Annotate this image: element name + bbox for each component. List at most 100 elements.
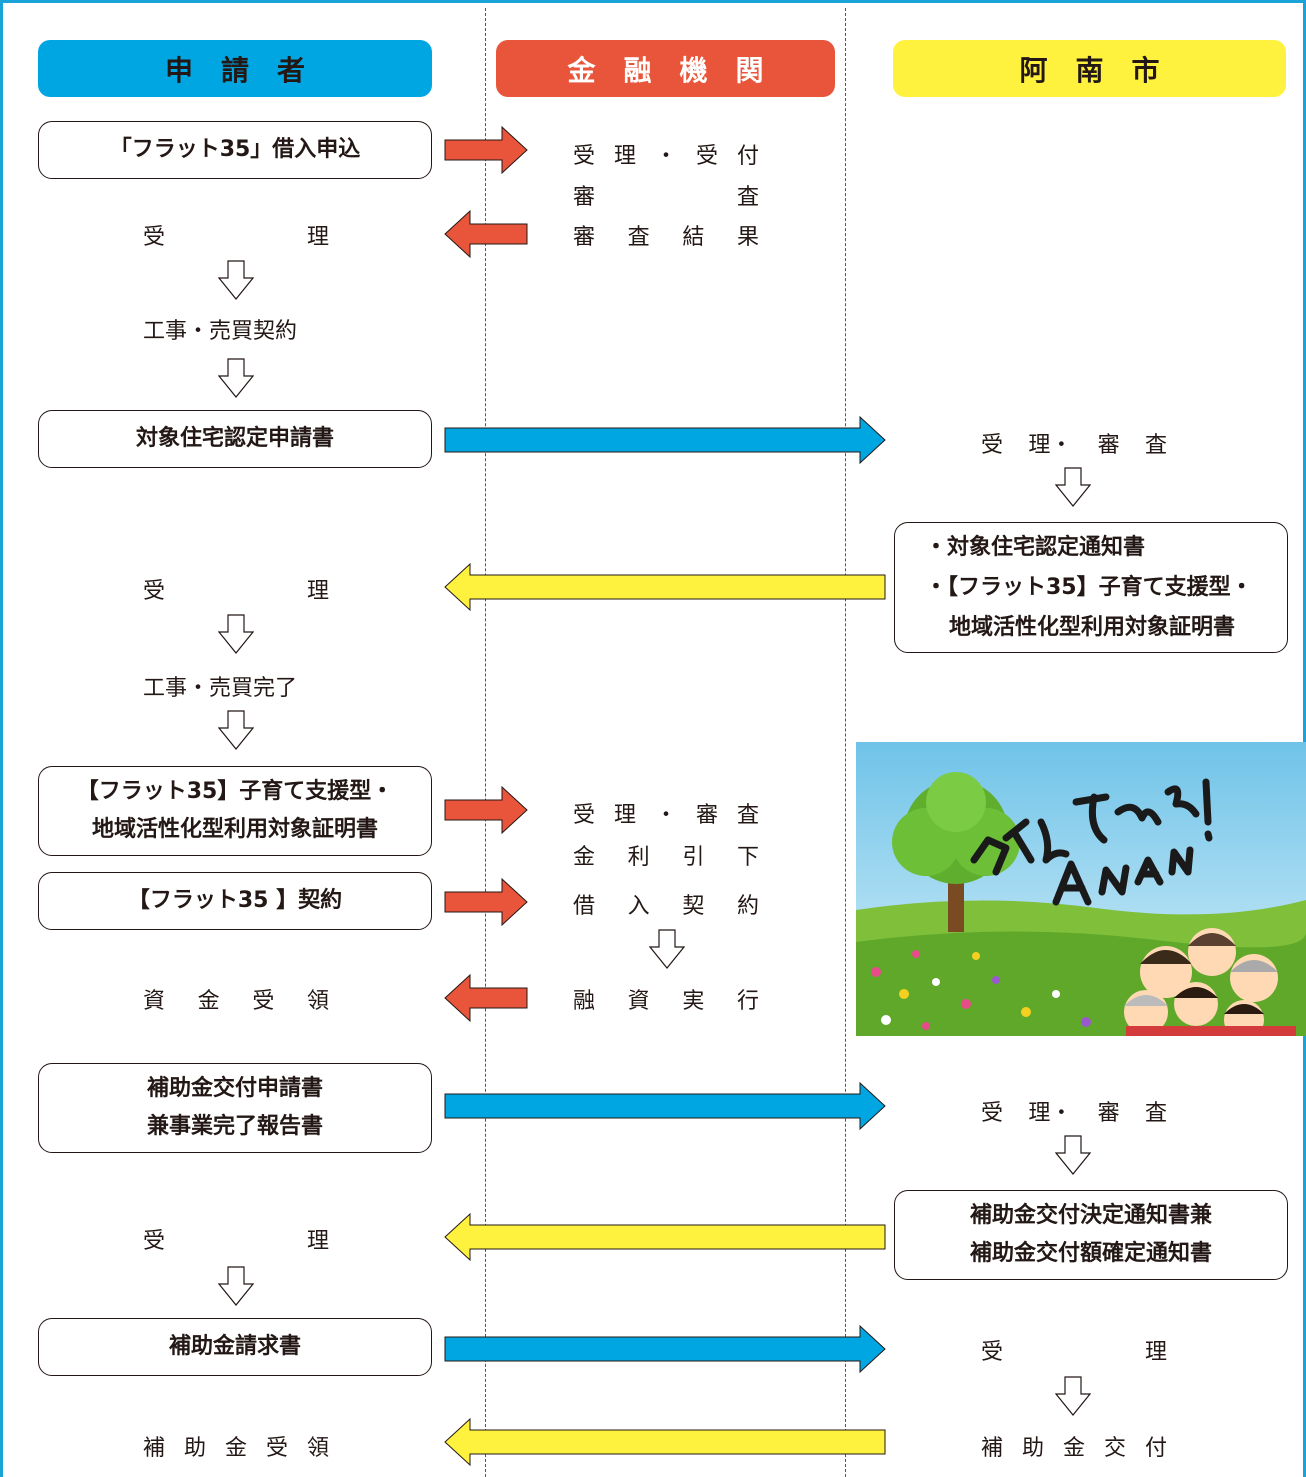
notice-line-3: 地域活性化型利用対象証明書: [949, 614, 1236, 640]
text-char: ・: [654, 144, 677, 169]
text-char: 金: [1062, 1436, 1085, 1461]
text-char: 果: [736, 225, 759, 250]
text-span: 工事・売買完了: [143, 676, 298, 701]
bank-review: 審査: [573, 179, 759, 211]
text-char: 助: [183, 1436, 206, 1461]
right-arrow-icon: [444, 416, 886, 464]
text-char: 金: [573, 845, 596, 870]
text-char: 査: [1144, 1101, 1167, 1126]
decision-line-2: 補助金交付額確定通知書: [969, 1241, 1212, 1266]
text-char: 理: [306, 1229, 329, 1254]
text-char: 実: [682, 989, 705, 1014]
text-char: 審: [695, 803, 718, 828]
right-arrow-icon: [444, 126, 528, 174]
text-span: 工事・売買契約: [143, 319, 298, 344]
down-arrow-icon: [1055, 467, 1091, 507]
bank-rate-reduction: 金利引下: [573, 839, 759, 871]
city-received: 受理: [981, 1334, 1167, 1366]
city-subsidy-grant: 補助金交付: [981, 1430, 1167, 1462]
subsidy-application-line-2: 兼事業完了報告書: [146, 1114, 323, 1139]
certification-request-box: 対象住宅認定申請書: [38, 410, 432, 468]
bank-accept-receive: 受理・受付: [573, 138, 759, 170]
text-char: 契: [682, 894, 705, 919]
text-char: 結: [682, 225, 705, 250]
certification-request-label: 対象住宅認定申請書: [135, 426, 334, 451]
notice-line-2: ・【フラット35】子育て支援型・: [925, 574, 1253, 600]
text-char: 審: [1097, 433, 1120, 458]
loan-application-label: 「フラット35」借入申込: [109, 137, 361, 162]
text-char: 査: [627, 225, 650, 250]
text-char: 資: [627, 989, 650, 1014]
bank-loan-execution: 融資実行: [573, 983, 759, 1015]
bank-accept-review: 受理・審査: [573, 797, 759, 829]
text-char: 補: [981, 1436, 1004, 1461]
left-arrow-icon: [444, 210, 528, 258]
text-char: 査: [736, 185, 759, 210]
certificate-line-1: 【フラット35】子育て支援型・: [76, 779, 394, 804]
lane-divider-left: [485, 8, 486, 1477]
subsidy-claim-box: 補助金請求書: [38, 1318, 432, 1376]
text-char: 理: [1144, 1340, 1167, 1365]
loan-application-box: 「フラット35」借入申込: [38, 121, 432, 179]
decision-notice-box: 補助金交付決定通知書兼 補助金交付額確定通知書: [894, 1190, 1288, 1280]
text-char: 受: [143, 1229, 166, 1254]
construction-contract-text: 工事・売買契約: [143, 313, 297, 345]
city-accept-review-1: 受理・審査: [981, 427, 1167, 459]
text-char: 理・: [1028, 433, 1073, 458]
text-char: 利: [627, 845, 650, 870]
text-char: 受: [981, 1101, 1004, 1126]
text-char: 助: [1021, 1436, 1044, 1461]
text-char: 付: [1144, 1436, 1167, 1461]
left-arrow-icon: [444, 1213, 886, 1261]
subsidy-received-text: 補助金受領: [143, 1430, 329, 1462]
text-char: 理・: [1028, 1101, 1073, 1126]
text-char: 下: [736, 845, 759, 870]
text-char: 受: [695, 144, 718, 169]
right-arrow-icon: [444, 786, 528, 834]
city-accept-review-2: 受理・審査: [981, 1095, 1167, 1127]
text-char: 補: [143, 1436, 166, 1461]
text-char: 融: [573, 989, 596, 1014]
right-arrow-icon: [444, 878, 528, 926]
text-char: 資: [143, 989, 166, 1014]
down-arrow-icon: [218, 260, 254, 300]
subsidy-application-box: 補助金交付申請書 兼事業完了報告書: [38, 1063, 432, 1153]
text-char: ・: [654, 803, 677, 828]
text-char: 行: [736, 989, 759, 1014]
notice-box: ・対象住宅認定通知書 ・【フラット35】子育て支援型・ 地域活性化型利用対象証明…: [894, 522, 1288, 653]
header-bank-label: 金 融 機 関: [567, 53, 764, 87]
subsidy-claim-label: 補助金請求書: [168, 1334, 301, 1359]
text-char: 受: [143, 225, 166, 250]
left-arrow-icon: [444, 974, 528, 1022]
text-char: 審: [1097, 1101, 1120, 1126]
meadow-illustration: [856, 742, 1306, 1036]
contract-box: 【フラット35 】契約: [38, 872, 432, 930]
funds-received-text: 資金受領: [143, 983, 329, 1015]
text-char: 受: [981, 433, 1004, 458]
header-bank: 金 融 機 関: [496, 40, 835, 97]
text-char: 審: [573, 185, 596, 210]
text-char: 領: [306, 989, 329, 1014]
text-char: 付: [736, 144, 759, 169]
text-char: 受: [981, 1340, 1004, 1365]
text-char: 借: [573, 894, 596, 919]
subsidy-application-line-1: 補助金交付申請書: [146, 1076, 323, 1101]
applicant-received-3: 受理: [143, 1223, 329, 1255]
bank-loan-contract: 借入契約: [573, 888, 759, 920]
applicant-received-2: 受理: [143, 573, 329, 605]
text-char: 理: [306, 225, 329, 250]
text-char: 入: [627, 894, 650, 919]
text-char: 受: [143, 579, 166, 604]
left-arrow-icon: [444, 563, 886, 611]
right-arrow-icon: [444, 1082, 886, 1130]
bank-review-result: 審査結果: [573, 219, 759, 251]
notice-line-1: ・対象住宅認定通知書: [925, 534, 1146, 560]
text-char: 査: [736, 803, 759, 828]
text-char: 理: [306, 579, 329, 604]
text-char: 理: [613, 144, 636, 169]
down-arrow-icon: [649, 929, 685, 969]
text-char: 引: [682, 845, 705, 870]
lane-divider-right: [845, 8, 846, 1477]
header-applicant: 申 請 者: [38, 40, 432, 97]
text-char: 受: [252, 989, 275, 1014]
